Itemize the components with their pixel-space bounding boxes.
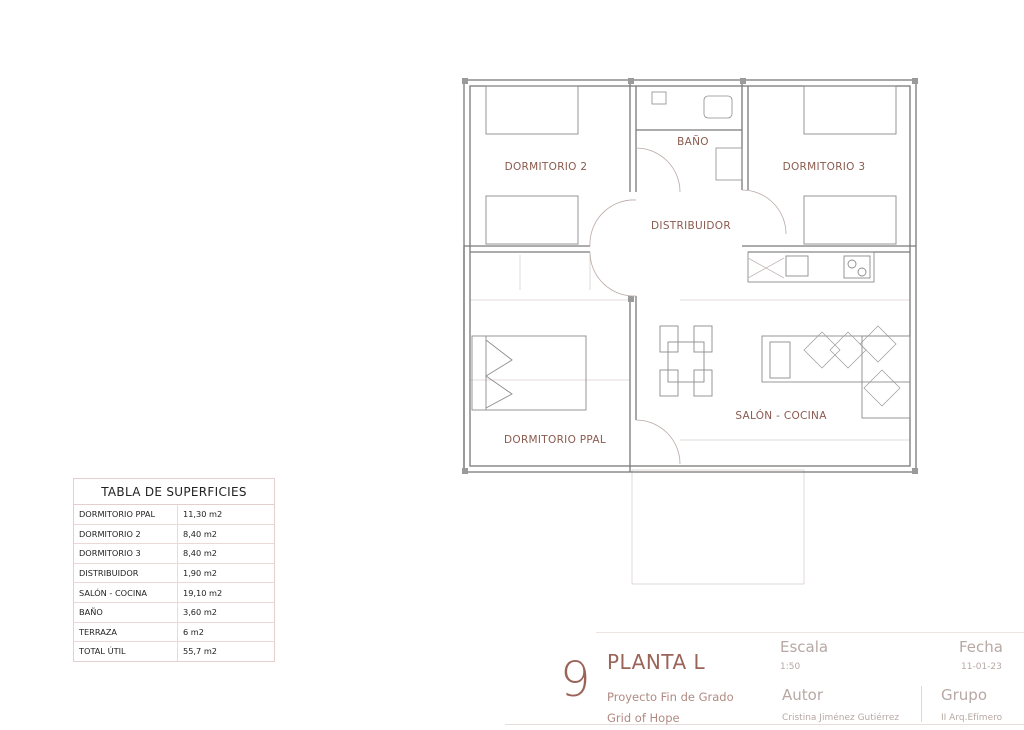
table-row: SALÓN - COCINA 19,10 m2 [74,583,274,603]
row-value: 8,40 m2 [183,548,218,559]
row-name: SALÓN - COCINA [74,583,178,602]
row-name: BAÑO [74,602,178,622]
escala-value: 1:50 [780,662,801,672]
row-value: 6 m2 [183,626,204,637]
table-row: TERRAZA 6 m2 [74,622,274,643]
autor-label: Autor [782,686,823,704]
autor-value: Cristina Jiménez Gutiérrez [782,713,900,723]
table-row: DORMITORIO PPAL 11,30 m2 [74,505,274,525]
table-row: BAÑO 3,60 m2 [74,602,274,623]
grupo-label: Grupo [941,686,987,704]
row-value: 19,10 m2 [183,587,223,598]
grupo-value: II Arq.Efímero [941,713,1003,723]
row-name: DORMITORIO PPAL [74,505,178,524]
row-name: TERRAZA [74,622,178,642]
fecha-value: 11-01-23 [961,662,1002,672]
room-label-bano: BAÑO [677,135,709,148]
fecha-label: Fecha [959,638,1003,656]
footer-divider [921,686,922,722]
row-value: 55,7 m2 [183,646,218,657]
row-value: 8,40 m2 [183,528,218,539]
room-label-dormitorio3: DORMITORIO 3 [783,161,866,173]
row-value: 3,60 m2 [183,607,218,618]
row-name: DORMITORIO 2 [74,524,178,544]
table-title: TABLA DE SUPERFICIES [74,479,274,505]
project-subtitle: Grid of Hope [607,711,680,725]
sheet-number: 9 [560,652,591,708]
table-row: DORMITORIO 3 8,40 m2 [74,544,274,564]
room-label-distribuidor: DISTRIBUIDOR [651,220,731,232]
row-value: 1,90 m2 [183,568,218,579]
sheet-title: PLANTA L [607,650,706,674]
title-block-divider [596,632,1024,633]
row-name: TOTAL ÚTIL [74,642,178,661]
page-bottom-rule [505,724,1024,725]
table-row: DORMITORIO 2 8,40 m2 [74,524,274,545]
room-label-dormitorio2: DORMITORIO 2 [505,161,588,173]
table-row: TOTAL ÚTIL 55,7 m2 [74,642,274,661]
escala-label: Escala [780,638,829,656]
room-label-salon-cocina: SALÓN - COCINA [735,409,827,422]
row-name: DORMITORIO 3 [74,544,178,563]
surfaces-table: TABLA DE SUPERFICIES DORMITORIO PPAL 11,… [73,478,275,662]
room-label-dormitorio-ppal: DORMITORIO PPAL [504,434,606,446]
project-name: Proyecto Fin de Grado [607,690,734,704]
row-name: DISTRIBUIDOR [74,563,178,583]
row-value: 11,30 m2 [183,509,223,520]
table-row: DISTRIBUIDOR 1,90 m2 [74,563,274,584]
